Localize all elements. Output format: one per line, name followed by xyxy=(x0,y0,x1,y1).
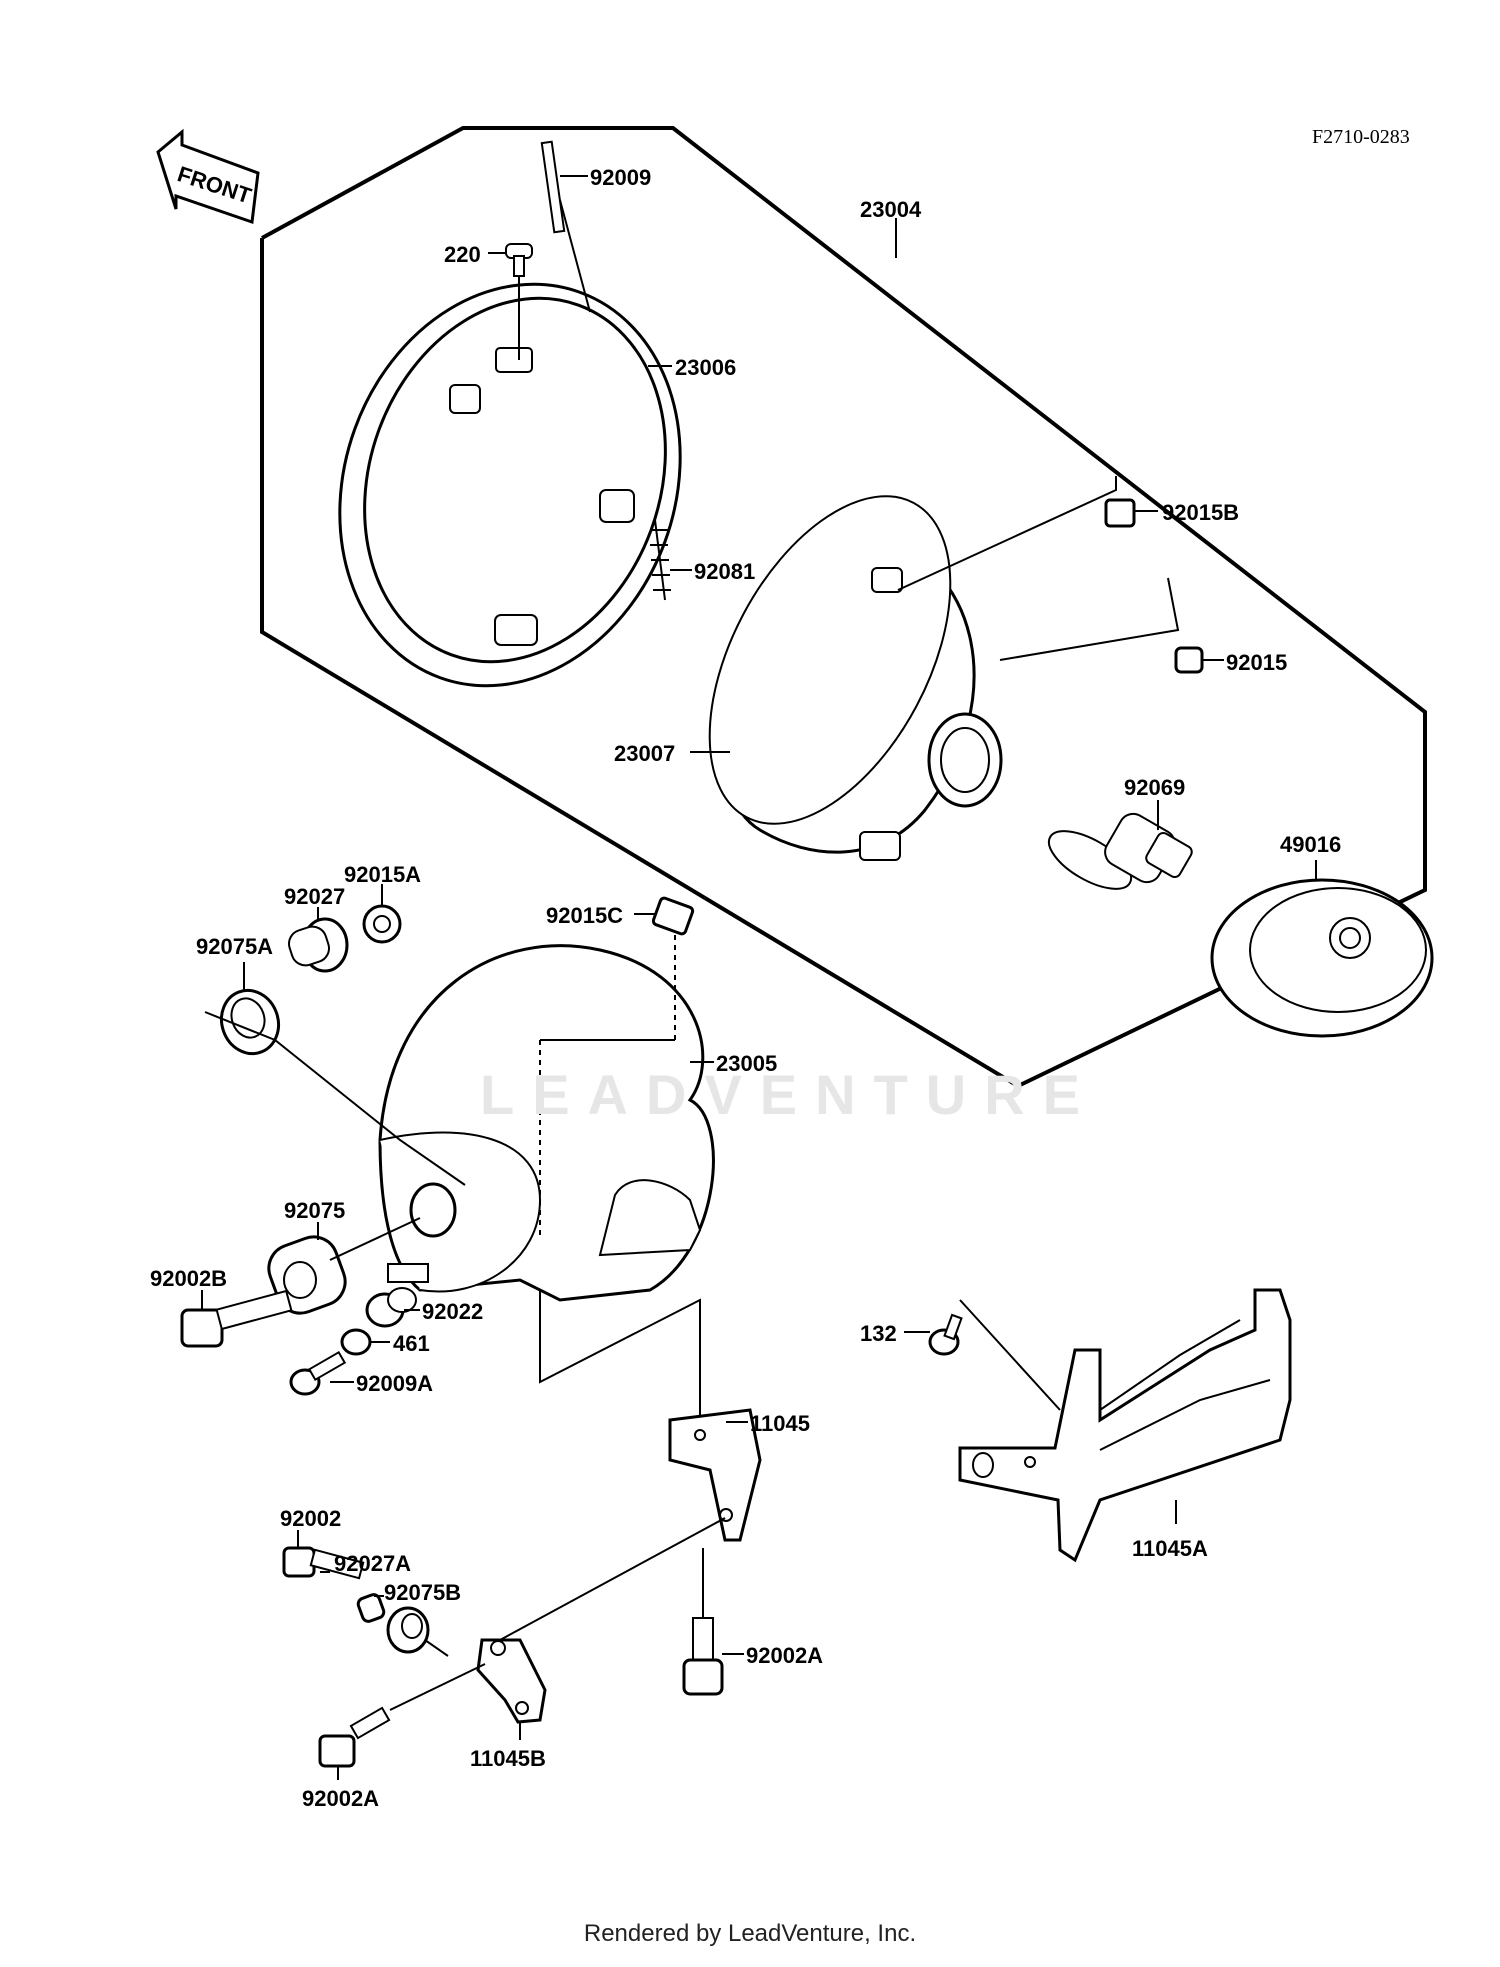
part-label-220: 220 xyxy=(444,242,481,267)
grommet-92075A xyxy=(220,988,280,1056)
part-label-92075A: 92075A xyxy=(196,934,273,959)
part-label-11045B: 11045B xyxy=(470,1746,546,1771)
part-label-92027A: 92027A xyxy=(334,1551,411,1576)
part-label-11045A: 11045A xyxy=(1132,1536,1208,1561)
spring-92081 xyxy=(650,519,671,601)
part-label-92081: 92081 xyxy=(694,559,755,584)
screw-92009 xyxy=(540,140,591,313)
part-label-23005: 23005 xyxy=(716,1051,777,1076)
part-label-92027: 92027 xyxy=(284,884,345,909)
headlight-unit-23007 xyxy=(708,495,1003,861)
part-label-23006: 23006 xyxy=(675,355,736,380)
part-label-92009: 92009 xyxy=(590,165,651,190)
part-label-132: 132 xyxy=(860,1321,897,1346)
part-label-92069: 92069 xyxy=(1124,775,1185,800)
nut-92015B xyxy=(897,476,1136,591)
part-label-92015B: 92015B xyxy=(1162,500,1239,525)
headlight-rim-23006 xyxy=(338,282,682,688)
part-label-92075: 92075 xyxy=(284,1198,345,1223)
collar-92027A xyxy=(356,1593,386,1623)
part-label-92022: 92022 xyxy=(422,1299,483,1324)
grommet-92075B xyxy=(386,1606,449,1657)
part-label-92002A-lower: 92002A xyxy=(302,1786,379,1811)
reference-code: F2710-0283 xyxy=(1312,126,1410,148)
bolt-132 xyxy=(928,1313,963,1356)
part-label-92002A-middle: 92002A xyxy=(746,1643,823,1668)
part-label-92002: 92002 xyxy=(280,1506,341,1531)
part-label-92015C: 92015C xyxy=(546,903,623,928)
part-label-92015: 92015 xyxy=(1226,650,1287,675)
screw-92009A xyxy=(289,1350,347,1396)
headlight-housing-23005 xyxy=(378,944,715,1302)
collar-92022 xyxy=(365,1287,417,1328)
part-label-92015A: 92015A xyxy=(344,862,421,887)
part-label-11045: 11045 xyxy=(750,1411,810,1436)
headlight-assembly-outline xyxy=(260,126,1427,1089)
bolt-92002A-middle xyxy=(682,1548,724,1696)
part-label-92009A: 92009A xyxy=(356,1371,433,1396)
frame-11045A xyxy=(958,1288,1292,1563)
clip-92015C xyxy=(540,896,695,1041)
front-arrow-icon: FRONT xyxy=(156,128,260,225)
screw-220 xyxy=(505,243,533,360)
washer-461 xyxy=(340,1328,372,1356)
dust-cap-49016 xyxy=(1210,878,1434,1038)
part-label-23007: 23007 xyxy=(614,741,675,766)
bulb-92069 xyxy=(1047,812,1193,890)
part-label-461: 461 xyxy=(393,1331,430,1356)
bracket-11045 xyxy=(668,1408,762,1542)
part-label-92075B: 92075B xyxy=(384,1580,461,1605)
nut-92015A xyxy=(362,904,402,944)
part-label-49016: 49016 xyxy=(1280,832,1341,857)
collar-92027 xyxy=(288,917,349,973)
bolt-92002 xyxy=(282,1546,365,1580)
footer-credit: Rendered by LeadVenture, Inc. xyxy=(583,1920,917,1947)
bolt-92002A-lower xyxy=(318,1663,486,1768)
part-label-23004: 23004 xyxy=(860,197,922,222)
nut-92015 xyxy=(999,577,1204,674)
watermark: LEADVENTURE xyxy=(480,1063,1099,1126)
part-labels: 92009 23004 220 23006 92015B 92081 92015… xyxy=(150,165,1341,1811)
bolt-92002B xyxy=(180,1289,293,1348)
part-label-92002B: 92002B xyxy=(150,1266,227,1291)
bracket-11045B xyxy=(476,1517,726,1724)
